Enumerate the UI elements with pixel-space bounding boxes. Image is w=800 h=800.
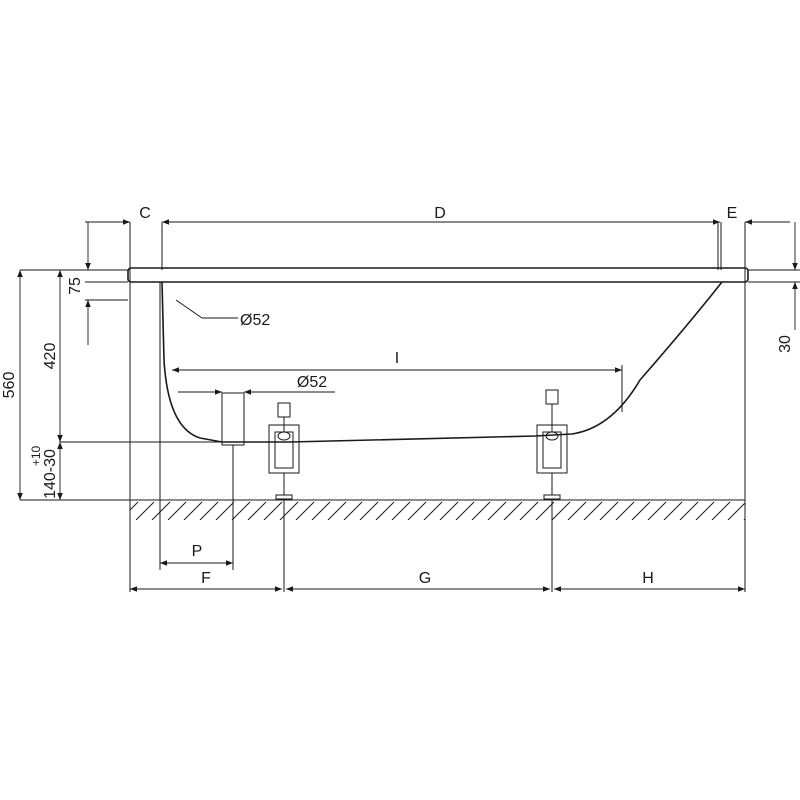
dimension-420: 420 — [42, 270, 63, 442]
label-75: 75 — [67, 277, 84, 295]
label-420: 420 — [42, 343, 59, 370]
hatch-stroke — [647, 501, 667, 520]
hatch-stroke — [247, 501, 267, 520]
dimension-e: E — [727, 205, 790, 225]
dimension-adjustment: +10 140-30 — [29, 442, 63, 500]
hatch-stroke — [727, 502, 745, 520]
hatch-stroke — [631, 501, 651, 520]
floor-hatch — [20, 499, 778, 520]
dimension-d: D — [162, 205, 720, 225]
hatch-stroke — [167, 501, 187, 520]
hatch-stroke — [407, 501, 427, 520]
dimension-p: P — [160, 543, 233, 566]
dimension-g: G — [286, 570, 550, 592]
overflow-leader-line — [175, 299, 203, 319]
foot-left-bolt-head — [277, 402, 291, 418]
hatch-stroke — [471, 501, 491, 520]
waste-drain — [221, 392, 245, 446]
hatch-stroke — [551, 501, 571, 520]
foot-right — [536, 389, 568, 500]
hatch-stroke — [343, 501, 363, 520]
label-c: C — [139, 205, 151, 222]
hatch-stroke — [327, 501, 347, 520]
foot-left-bracket-inner — [274, 431, 294, 469]
label-i: I — [395, 350, 399, 367]
hatch-stroke — [130, 501, 139, 511]
dimension-f: F — [130, 570, 282, 592]
hatch-stroke — [503, 501, 523, 520]
hatch-stroke — [263, 501, 283, 520]
hatch-stroke — [359, 501, 379, 520]
hatch-stroke — [391, 501, 411, 520]
hatch-stroke — [311, 501, 331, 520]
hatch-stroke — [599, 501, 619, 520]
label-e: E — [727, 205, 738, 222]
foot-right-bolt-head — [545, 389, 559, 405]
dimension-30: 30 — [777, 222, 798, 353]
hatch-stroke — [760, 502, 778, 520]
foot-right-plate — [543, 494, 561, 500]
label-g: G — [419, 570, 431, 587]
dimension-c: C — [85, 205, 178, 225]
hatch-stroke — [679, 501, 699, 520]
hatch-stroke — [535, 501, 555, 520]
hatch-stroke — [279, 501, 299, 520]
hatch-stroke — [455, 501, 475, 520]
label-f: F — [201, 570, 211, 587]
hatch-stroke — [743, 518, 745, 520]
label-drain-diameter: Ø52 — [297, 374, 327, 391]
hatch-stroke — [375, 501, 395, 520]
hatch-stroke — [215, 501, 235, 520]
label-overflow-diameter: Ø52 — [240, 312, 270, 329]
hatch-stroke — [695, 501, 715, 520]
hatch-stroke — [567, 501, 587, 520]
hatch-stroke — [487, 501, 507, 520]
label-560: 560 — [1, 372, 18, 399]
dimension-560: 560 — [1, 270, 23, 500]
tub-body-profile — [161, 281, 723, 443]
hatch-stroke — [183, 501, 203, 520]
hatch-stroke — [423, 501, 443, 520]
label-adjust-tolerance: +10 — [29, 445, 43, 466]
tub-outline — [20, 222, 800, 592]
hatch-stroke — [711, 501, 731, 520]
foot-right-bracket-inner — [542, 431, 562, 469]
foot-left — [268, 402, 300, 500]
hatch-stroke — [135, 501, 155, 520]
label-adjust-main: 140-30 — [42, 449, 59, 499]
hatch-stroke — [663, 501, 683, 520]
dimension-drain-diameter: Ø52 — [178, 374, 335, 395]
hatch-stroke — [231, 501, 251, 520]
tub-rim — [127, 267, 749, 283]
foot-left-nut — [277, 431, 291, 441]
hatch-stroke — [519, 501, 539, 520]
foot-left-plate — [275, 494, 293, 500]
label-p: P — [192, 543, 203, 560]
hatch-stroke — [199, 501, 219, 520]
dimension-h: H — [554, 570, 745, 592]
hatch-stroke — [151, 501, 171, 520]
hatch-stroke — [615, 501, 635, 520]
hatch-stroke — [439, 501, 459, 520]
label-30: 30 — [777, 335, 794, 353]
label-d: D — [434, 205, 446, 222]
label-h: H — [642, 570, 654, 587]
hatch-stroke — [583, 501, 603, 520]
hatch-stroke — [295, 501, 315, 520]
dimension-75: 75 — [67, 222, 91, 345]
dimension-i: I — [172, 350, 623, 412]
